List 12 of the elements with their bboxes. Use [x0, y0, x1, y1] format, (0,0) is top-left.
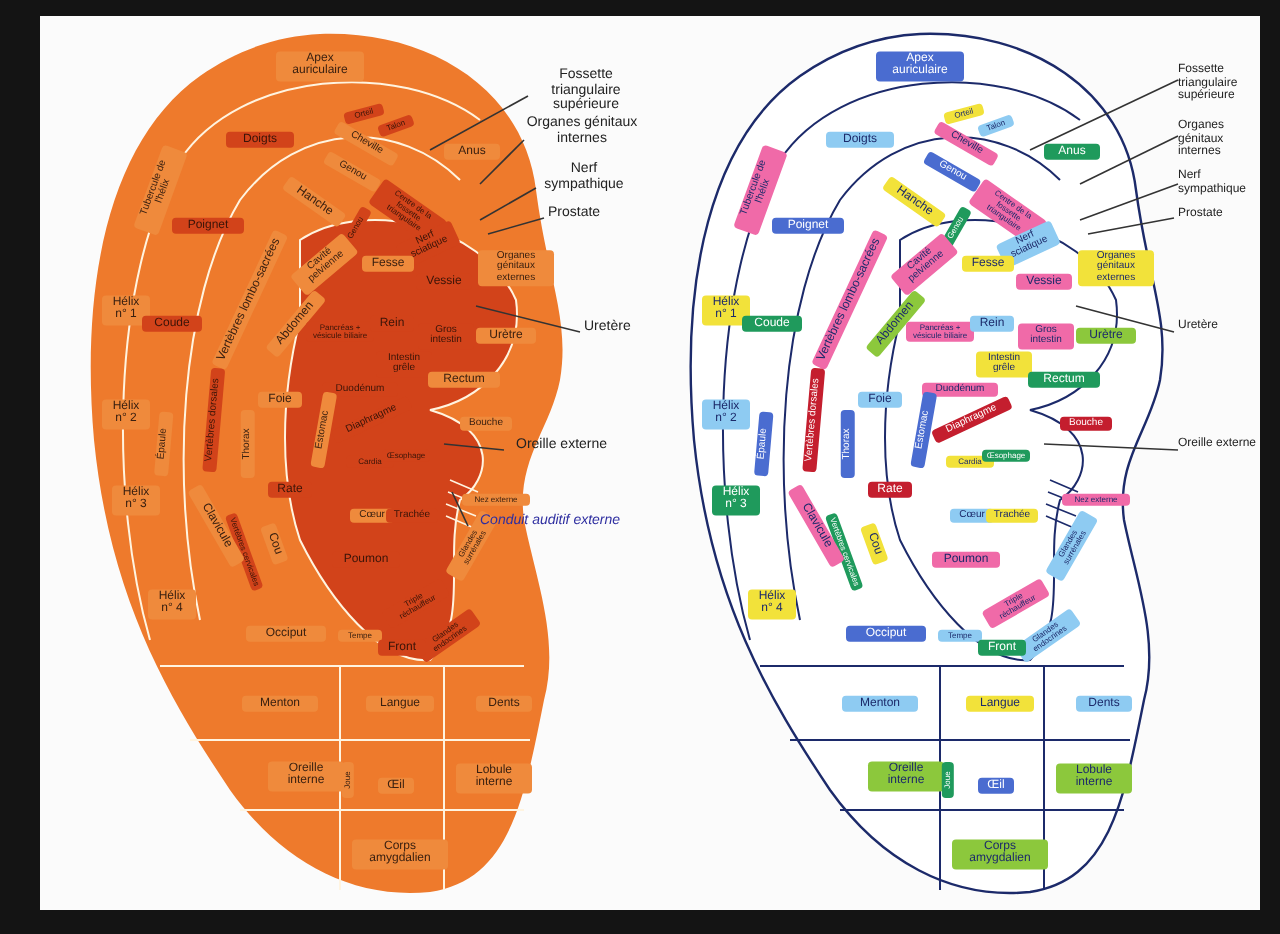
leader-line: [1029, 79, 1179, 151]
leader-line: [479, 139, 525, 185]
leader-line: [1079, 135, 1179, 185]
leader-line: [429, 95, 529, 151]
leader-line: [1079, 183, 1179, 221]
leader-line: [451, 491, 469, 527]
leader-line: [487, 217, 545, 235]
leader-line: [1075, 305, 1175, 333]
leader-line: [443, 443, 505, 451]
leader-line: [479, 187, 537, 221]
leader-line: [1043, 443, 1179, 451]
leader-line: [1087, 217, 1175, 235]
